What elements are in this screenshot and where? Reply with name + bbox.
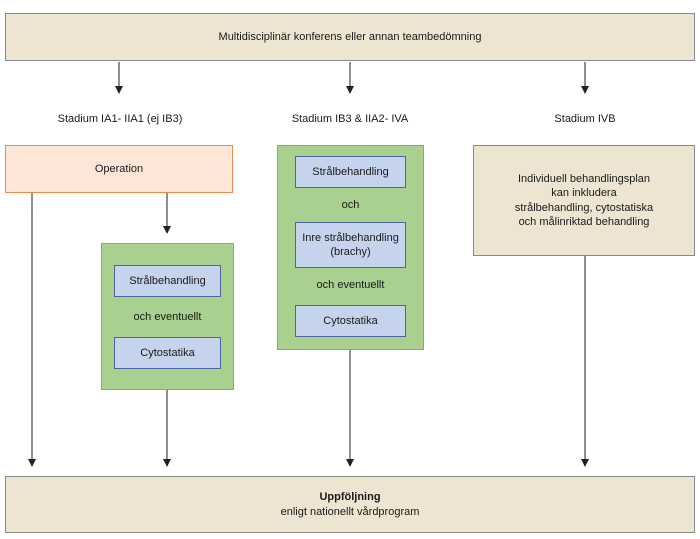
stage-label-left: Stadium IA1- IIA1 (ej IB3): [57, 113, 183, 125]
stage-label-right: Stadium IVB: [554, 113, 616, 125]
individual-plan-line3: strålbehandling, cytostatiska: [514, 201, 654, 214]
middle-brachy-box: Inre strålbehandling (brachy): [295, 222, 406, 268]
left-chemo-box: Cytostatika: [114, 337, 221, 369]
followup-subtitle: enligt nationellt vårdprogram: [280, 505, 420, 518]
operation-box: Operation: [5, 145, 233, 193]
followup-box: Uppföljning enligt nationellt vårdprogra…: [5, 476, 695, 533]
middle-radiation-box: Strålbehandling: [295, 156, 406, 188]
operation-text: Operation: [94, 162, 144, 175]
followup-title: Uppföljning: [319, 491, 381, 504]
top-box-text: Multidisciplinär konferens eller annan t…: [218, 30, 482, 43]
individual-plan-line4: och målinriktad behandling: [518, 215, 650, 228]
middle-brachy-line2: (brachy): [330, 246, 371, 258]
top-box: Multidisciplinär konferens eller annan t…: [5, 13, 695, 61]
left-radiation-text: Strålbehandling: [129, 274, 206, 287]
middle-connector-1: och: [341, 199, 360, 211]
individual-plan-line1: Individuell behandlingsplan: [517, 172, 651, 185]
middle-chemo-text: Cytostatika: [323, 314, 378, 327]
left-chemo-text: Cytostatika: [140, 346, 195, 359]
left-radiation-box: Strålbehandling: [114, 265, 221, 297]
middle-chemo-box: Cytostatika: [295, 305, 406, 337]
individual-plan-box: Individuell behandlingsplan kan inkluder…: [473, 145, 695, 256]
middle-brachy-line1: Inre strålbehandling: [302, 231, 399, 244]
stage-label-middle: Stadium IB3 & IIA2- IVA: [291, 113, 409, 125]
individual-plan-line2: kan inkludera: [551, 187, 617, 200]
middle-radiation-text: Strålbehandling: [312, 165, 389, 178]
left-connector-text: och eventuellt: [133, 311, 202, 323]
middle-connector-2: och eventuellt: [316, 279, 385, 291]
